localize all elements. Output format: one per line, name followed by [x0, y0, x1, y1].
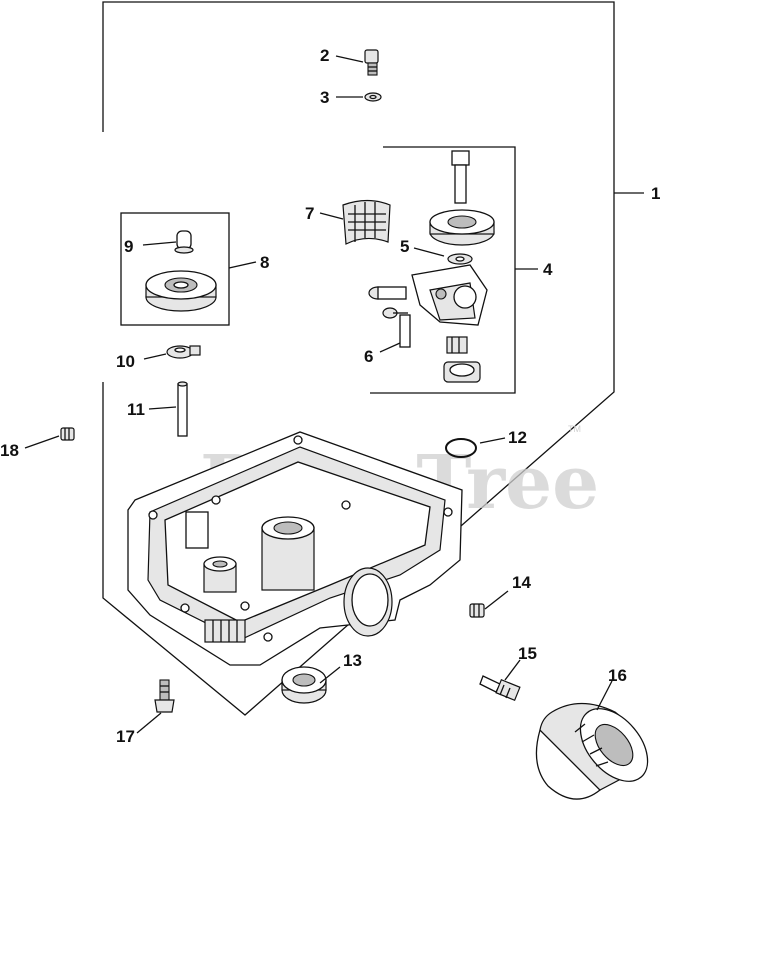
plug-part-14[interactable]: [469, 603, 485, 618]
governor-pin-part-9[interactable]: [174, 230, 194, 254]
callout-1: 1: [651, 184, 660, 203]
callout-8: 8: [260, 253, 269, 272]
relief-pin-part-6[interactable]: [382, 307, 411, 348]
governor-cup-part-10[interactable]: [166, 345, 201, 359]
governor-gear-box: [120, 212, 230, 326]
callout-7: 7: [305, 204, 314, 223]
svg-text:TM: TM: [568, 424, 581, 434]
callout-15: 15: [518, 644, 537, 663]
callout-13: 13: [343, 651, 362, 670]
leader-lines: [24, 55, 644, 734]
bolt-part-17[interactable]: [154, 679, 175, 713]
callout-14: 14: [512, 573, 531, 592]
callout-5: 5: [400, 237, 409, 256]
callout-12: 12: [508, 428, 527, 447]
callout-9: 9: [124, 237, 133, 256]
oil-pump-part-4[interactable]: [368, 150, 495, 383]
assembly-outline: [102, 1, 615, 716]
bolt-part-2[interactable]: [364, 49, 379, 76]
oil-pump-box: [370, 146, 516, 394]
stud-part-15[interactable]: [479, 675, 521, 702]
callout-18: 18: [0, 441, 19, 460]
callout-10: 10: [116, 352, 135, 371]
callout-6: 6: [364, 347, 373, 366]
oil-pan-housing[interactable]: [127, 431, 463, 666]
oil-filter-part-16[interactable]: [535, 696, 660, 800]
o-ring-part-12[interactable]: [445, 438, 477, 458]
oil-seal-part-13[interactable]: [281, 666, 327, 704]
callout-3: 3: [320, 88, 329, 107]
callout-4: 4: [543, 260, 553, 279]
plug-part-18[interactable]: [60, 427, 75, 441]
callout-17: 17: [116, 727, 135, 746]
screen-part-7[interactable]: [342, 199, 391, 245]
shaft-part-11[interactable]: [177, 381, 188, 437]
callout-16: 16: [608, 666, 627, 685]
washer-part-3[interactable]: [364, 92, 382, 102]
callout-labels: 1 2 3 4 5 6 7 8 9 10 11 12 13 14 15 16 1…: [0, 46, 660, 746]
callout-2: 2: [320, 46, 329, 65]
callout-11: 11: [127, 400, 145, 419]
governor-gear-part-8[interactable]: [145, 270, 217, 312]
